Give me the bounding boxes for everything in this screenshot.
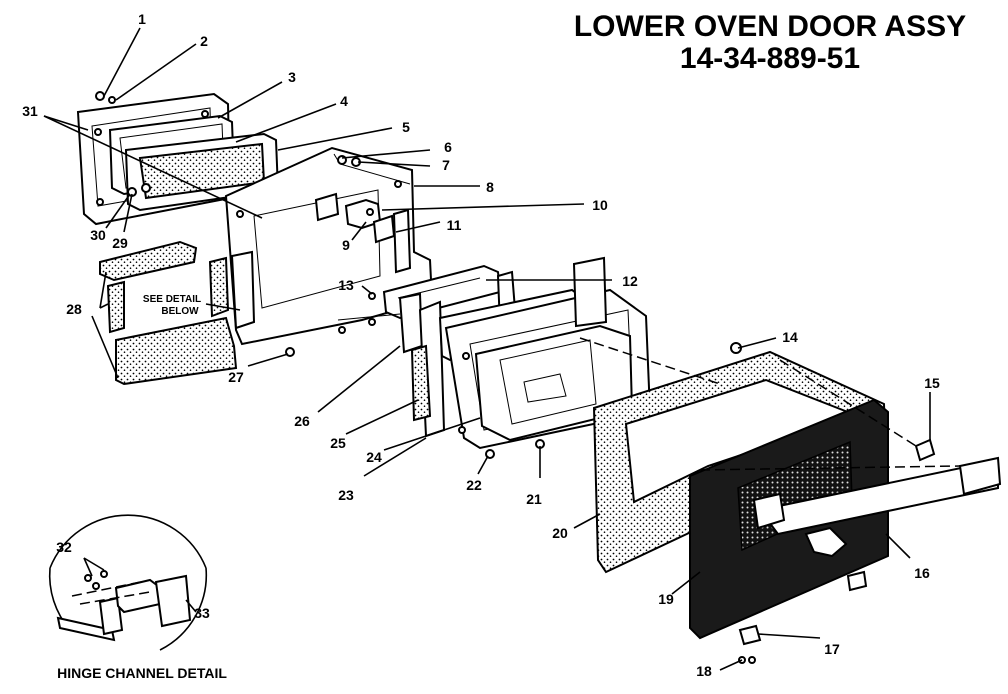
callout-26: 26 bbox=[294, 413, 310, 429]
callout-7: 7 bbox=[442, 157, 450, 173]
leader-lines bbox=[43, 27, 931, 671]
callout-21: 21 bbox=[526, 491, 542, 507]
insulation-pieces bbox=[99, 240, 238, 386]
callout-10: 10 bbox=[592, 197, 608, 213]
callout-25: 25 bbox=[330, 435, 346, 451]
callout-31: 31 bbox=[22, 103, 38, 119]
callout-15: 15 bbox=[924, 375, 940, 391]
inner-panel-assembly bbox=[76, 91, 280, 226]
part-number-title: 14-34-889-51 bbox=[680, 42, 860, 75]
callout-23: 23 bbox=[338, 487, 354, 503]
callout-14: 14 bbox=[782, 329, 798, 345]
callout-18: 18 bbox=[696, 663, 712, 679]
detail-caption: HINGE CHANNEL DETAIL bbox=[57, 665, 227, 681]
callout-28: 28 bbox=[66, 301, 82, 317]
callout-30: 30 bbox=[90, 227, 106, 243]
callout-6: 6 bbox=[444, 139, 452, 155]
callout-1: 1 bbox=[138, 11, 146, 27]
callout-13: 13 bbox=[338, 277, 354, 293]
see-detail-note-line1: SEE DETAIL bbox=[143, 294, 201, 305]
callout-2: 2 bbox=[200, 33, 208, 49]
callout-20: 20 bbox=[552, 525, 568, 541]
diagram-title: LOWER OVEN DOOR ASSY bbox=[574, 10, 966, 43]
callout-11: 11 bbox=[447, 217, 462, 233]
callout-4: 4 bbox=[340, 93, 348, 109]
callout-labels: 1 2 3 4 5 6 7 8 9 10 11 12 13 14 15 16 1… bbox=[22, 11, 940, 679]
callout-27: 27 bbox=[228, 369, 244, 385]
callout-3: 3 bbox=[288, 69, 296, 85]
callout-29: 29 bbox=[112, 235, 128, 251]
callout-17: 17 bbox=[824, 641, 840, 657]
callout-32: 32 bbox=[56, 539, 72, 555]
callout-33: 33 bbox=[194, 605, 210, 621]
callout-8: 8 bbox=[486, 179, 494, 195]
callout-16: 16 bbox=[914, 565, 930, 581]
hinge-channel-detail bbox=[48, 514, 208, 651]
see-detail-note-line2: BELOW bbox=[161, 306, 199, 317]
callout-24: 24 bbox=[366, 449, 382, 465]
callout-9: 9 bbox=[342, 237, 350, 253]
door-handle-group bbox=[699, 342, 1002, 664]
callout-22: 22 bbox=[466, 477, 482, 493]
callout-5: 5 bbox=[402, 119, 410, 135]
callout-19: 19 bbox=[658, 591, 674, 607]
callout-12: 12 bbox=[622, 273, 638, 289]
